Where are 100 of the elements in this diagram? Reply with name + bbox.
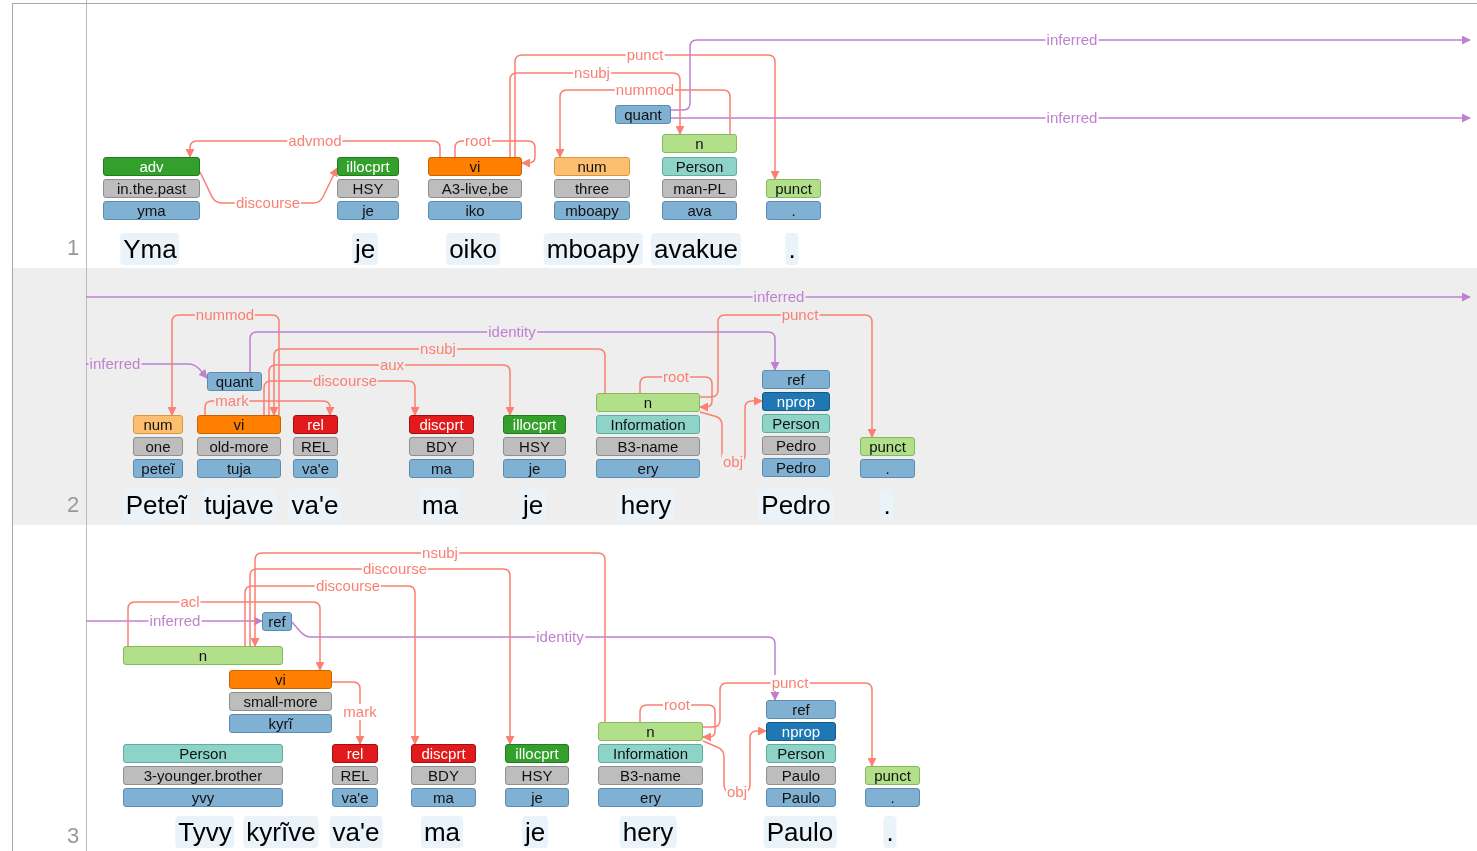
dependency-arrow xyxy=(250,552,606,723)
annotation-tag: quant xyxy=(207,372,262,391)
word-token: va'e xyxy=(329,816,383,848)
edge-label: identity xyxy=(535,629,585,645)
annotation-tag: . xyxy=(766,201,821,220)
edge-label: identity xyxy=(487,324,537,340)
annotation-tag: B3-name xyxy=(596,437,700,456)
word-token: ma xyxy=(418,489,462,521)
annotation-tag: kyrĩ xyxy=(229,714,332,733)
annotation-tag: A3-live,be xyxy=(428,179,522,198)
annotation-tag: punct xyxy=(766,179,821,198)
annotation-tag: Information xyxy=(596,415,700,434)
word-token: je xyxy=(521,816,549,848)
annotation-tag: . xyxy=(865,788,920,807)
annotation-tag: yvy xyxy=(123,788,283,807)
edge-label: obj xyxy=(726,784,748,800)
annotation-tag: one xyxy=(133,437,183,456)
annotation-tag: je xyxy=(503,459,566,478)
row-number: 1 xyxy=(66,235,80,261)
annotation-tag: ma xyxy=(409,459,474,478)
word-token: Pedro xyxy=(758,489,834,521)
annotation-tag: Paulo xyxy=(766,766,836,785)
annotation-tag: je xyxy=(505,788,569,807)
annotation-tag: Person xyxy=(766,744,836,763)
annotation-tag: Information xyxy=(598,744,703,763)
word-token: mboapy xyxy=(543,233,643,265)
edge-label: nummod xyxy=(614,82,676,98)
annotation-tag: illocprt xyxy=(503,415,566,434)
word-token: ma xyxy=(420,816,464,848)
edge-label: discourse xyxy=(361,561,429,577)
annotation-tag: ref xyxy=(766,700,836,719)
edge-label: punct xyxy=(780,307,820,323)
annotation-tag: Pedro xyxy=(762,458,830,477)
annotation-tag: ref xyxy=(262,612,292,631)
dependency-arrow xyxy=(127,601,325,671)
annotation-tag: adv xyxy=(103,157,200,176)
annotation-tag: discprt xyxy=(411,744,476,763)
dependency-arrow xyxy=(702,726,767,793)
dependency-arrow xyxy=(699,396,763,463)
edge-label: inferred xyxy=(1045,32,1099,48)
annotation-tag: va'e xyxy=(332,788,378,807)
annotation-tag: punct xyxy=(860,437,915,456)
word-token: avakue xyxy=(651,233,741,265)
annotation-tag: mboapy xyxy=(554,201,630,220)
word-token: . xyxy=(880,489,894,521)
annotation-tag: Person xyxy=(762,414,830,433)
annotation-tag: BDY xyxy=(409,437,474,456)
edge-label: discourse xyxy=(311,373,379,389)
edge-label: inferred xyxy=(148,613,202,629)
annotation-tag: discprt xyxy=(409,415,474,434)
word-token: . xyxy=(883,816,897,848)
word-token: oiko xyxy=(446,233,500,265)
edge-label: inferred xyxy=(1045,110,1099,126)
annotation-tag: Person xyxy=(662,157,737,176)
edge-label: advmod xyxy=(287,133,343,149)
dependency-arrow xyxy=(249,331,780,373)
annotation-tag: illocprt xyxy=(337,157,399,176)
edge-label: inferred xyxy=(88,356,142,372)
annotation-tag: vi xyxy=(229,670,332,689)
annotation-tag: iko xyxy=(428,201,522,220)
edge-label: nummod xyxy=(194,307,256,323)
annotation-tag: BDY xyxy=(411,766,476,785)
annotation-tag: nprop xyxy=(766,722,836,741)
word-token: je xyxy=(351,233,379,265)
annotation-tag: num xyxy=(554,157,630,176)
annotation-tag: vi xyxy=(428,157,522,176)
word-token: je xyxy=(519,489,547,521)
dependency-arrow xyxy=(268,364,515,416)
edge-label: nsubj xyxy=(419,341,457,357)
annotation-tag: rel xyxy=(332,744,378,763)
annotation-tag: Pedro xyxy=(762,436,830,455)
dependency-arrow xyxy=(670,35,1471,111)
annotation-tag: old-more xyxy=(197,437,281,456)
annotation-tag: man-PL xyxy=(662,179,737,198)
annotation-tag: rel xyxy=(293,415,338,434)
annotation-tag: in.the.past xyxy=(103,179,200,198)
dependency-arrow xyxy=(514,54,780,180)
annotation-tag: ery xyxy=(598,788,703,807)
annotation-tag: ref xyxy=(762,370,830,389)
dependency-arrow xyxy=(670,113,1471,123)
annotation-tag: n xyxy=(123,646,283,665)
annotation-tag: quant xyxy=(615,105,671,124)
word-token: hery xyxy=(617,489,675,521)
edge-label: mark xyxy=(342,704,378,720)
edge-label: root xyxy=(663,697,691,713)
annotation-tag: B3-name xyxy=(598,766,703,785)
row-number: 3 xyxy=(66,823,80,849)
annotation-tag: ery xyxy=(596,459,700,478)
word-token: Peteĩ xyxy=(122,489,190,521)
annotation-tag: illocprt xyxy=(505,744,569,763)
word-token: va'e xyxy=(288,489,342,521)
annotation-tag: HSY xyxy=(505,766,569,785)
edge-label: punct xyxy=(770,675,810,691)
annotation-tag: punct xyxy=(865,766,920,785)
word-token: tujave xyxy=(201,489,277,521)
annotation-tag: . xyxy=(860,459,915,478)
word-token: kyrĩve xyxy=(243,816,319,848)
annotation-tag: va'e xyxy=(293,459,338,478)
edge-label: obj xyxy=(722,454,744,470)
annotation-tag: n xyxy=(662,134,737,153)
